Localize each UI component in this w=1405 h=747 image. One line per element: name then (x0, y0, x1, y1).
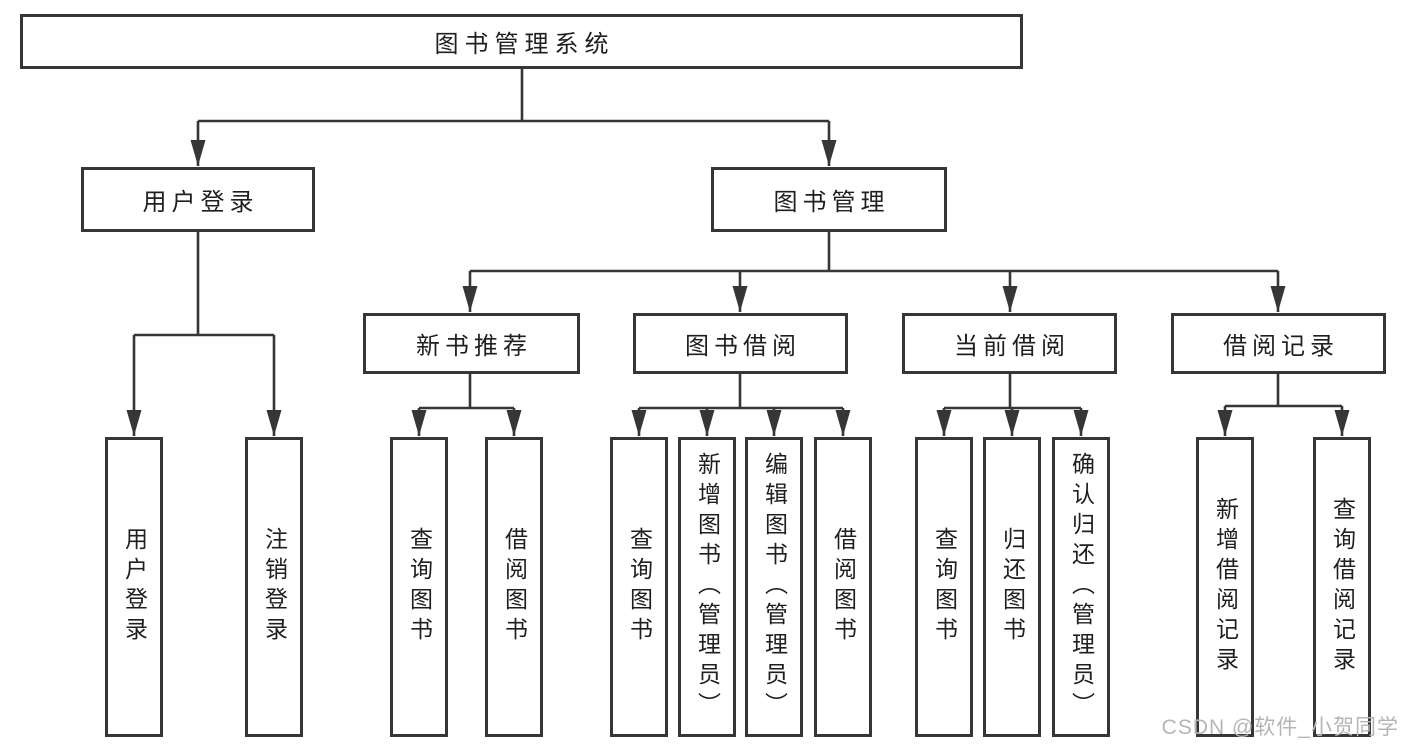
leaf-borrow-books-label: 借阅图书 (830, 527, 857, 647)
leaf-user-login-label: 用户登录 (121, 527, 148, 647)
leaf-borrow-books-recommend: 借阅图书 (485, 437, 543, 737)
leaf-return-books: 归还图书 (983, 437, 1041, 737)
leaf-confirm-return-admin-label: 确认归还（管理员） (1068, 452, 1095, 722)
leaf-query-books-current: 查询图书 (915, 437, 973, 737)
leaf-borrow-books: 借阅图书 (814, 437, 872, 737)
leaf-add-borrow-record: 新增借阅记录 (1196, 437, 1254, 737)
leaf-query-borrow-record: 查询借阅记录 (1313, 437, 1371, 737)
node-book-management: 图书管理 (711, 167, 947, 232)
leaf-query-books-recommend: 查询图书 (390, 437, 448, 737)
leaf-query-books-borrow: 查询图书 (610, 437, 668, 737)
node-current-borrow: 当前借阅 (902, 313, 1117, 374)
leaf-edit-book-admin-label: 编辑图书（管理员） (761, 452, 788, 722)
watermark: CSDN @软件_小贺同学 (1161, 716, 1399, 739)
leaf-logout: 注销登录 (245, 437, 303, 737)
node-user-login: 用户登录 (81, 167, 315, 232)
node-new-book-recommend-label: 新书推荐 (416, 333, 532, 360)
leaf-borrow-books-recommend-label: 借阅图书 (501, 527, 528, 647)
leaf-user-login: 用户登录 (105, 437, 163, 737)
node-root: 图书管理系统 (20, 14, 1023, 69)
leaf-edit-book-admin: 编辑图书（管理员） (745, 437, 803, 737)
node-borrow-records-label: 借阅记录 (1223, 333, 1339, 360)
node-book-borrow: 图书借阅 (633, 313, 848, 374)
node-borrow-records: 借阅记录 (1171, 313, 1386, 374)
node-book-management-label: 图书管理 (773, 189, 890, 216)
node-user-login-label: 用户登录 (142, 189, 259, 216)
leaf-logout-label: 注销登录 (261, 527, 288, 647)
leaf-query-books-current-label: 查询图书 (931, 527, 958, 647)
leaf-query-borrow-record-label: 查询借阅记录 (1329, 497, 1356, 677)
leaf-confirm-return-admin: 确认归还（管理员） (1052, 437, 1110, 737)
leaf-add-book-admin-label: 新增图书（管理员） (694, 452, 721, 722)
node-book-borrow-label: 图书借阅 (685, 333, 801, 360)
leaf-add-book-admin: 新增图书（管理员） (678, 437, 736, 737)
arrowheads (126, 140, 1350, 436)
node-root-label: 图书管理系统 (434, 31, 615, 58)
leaf-query-books-recommend-label: 查询图书 (406, 527, 433, 647)
node-current-borrow-label: 当前借阅 (954, 333, 1070, 360)
node-new-book-recommend: 新书推荐 (363, 313, 580, 374)
leaf-query-books-borrow-label: 查询图书 (626, 527, 653, 647)
leaf-add-borrow-record-label: 新增借阅记录 (1212, 497, 1239, 677)
leaf-return-books-label: 归还图书 (999, 527, 1026, 647)
